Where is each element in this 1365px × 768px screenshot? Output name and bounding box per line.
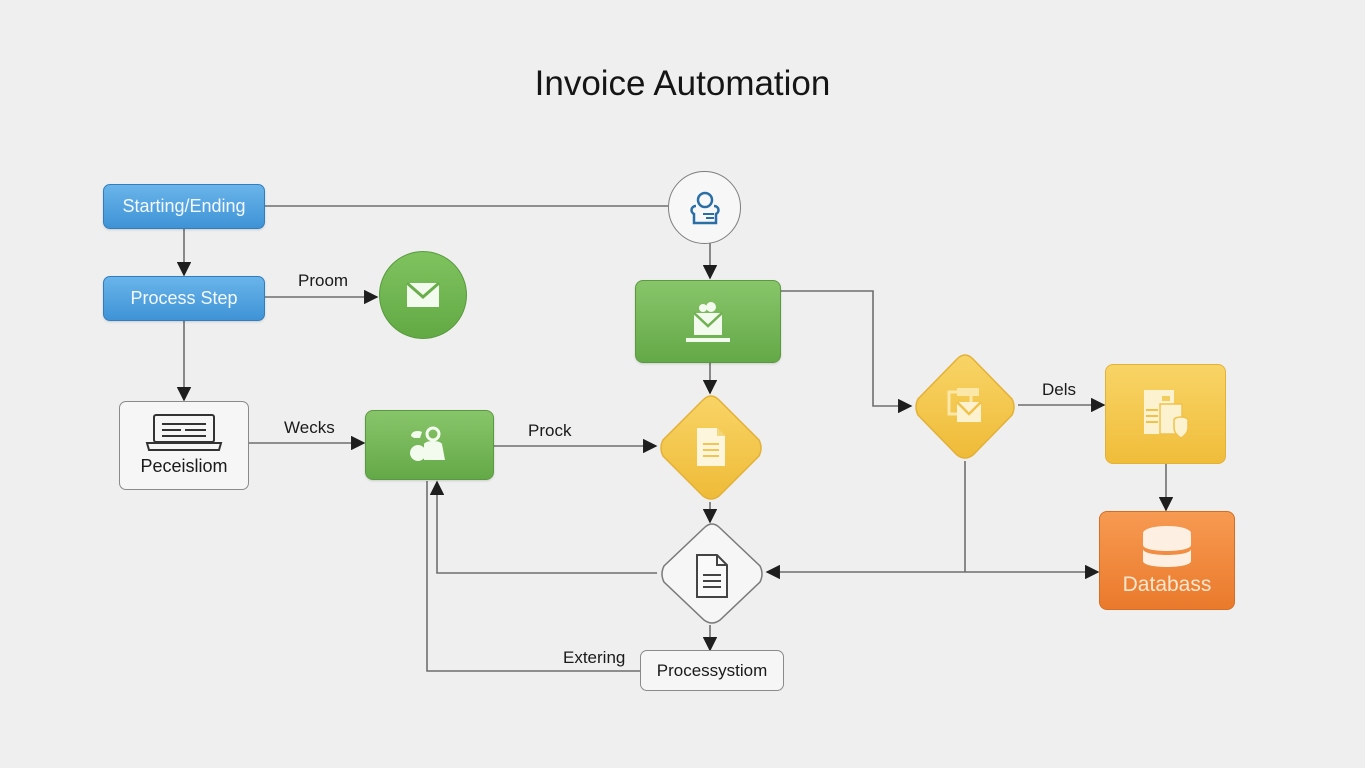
process-system-node[interactable]: Processystiom (640, 650, 784, 691)
start-end-node[interactable]: Starting/Ending (103, 184, 265, 229)
edge-label-prock: Prock (528, 421, 572, 440)
edge-whitedecision-to-people (429, 480, 657, 574)
secure-document-node[interactable] (1105, 364, 1226, 464)
database-label: Databass (1122, 572, 1212, 596)
edge-label-extering: Extering (563, 648, 626, 667)
user-icon (689, 191, 720, 224)
peceisliom-label: Peceisliom (140, 456, 228, 476)
database-icon (1143, 525, 1191, 567)
document-icon (697, 428, 725, 466)
edge-label-wecks: Wecks (284, 418, 335, 437)
user-circle-node[interactable] (668, 171, 741, 244)
start-end-label: Starting/Ending (122, 196, 246, 216)
envelope-icon (406, 281, 440, 307)
mail-tray-icon (686, 301, 730, 342)
peceisliom-node[interactable]: Peceisliom (119, 401, 249, 490)
secure-document-icon (1143, 390, 1189, 439)
document-icon (696, 554, 728, 598)
email-circle-node[interactable] (379, 251, 467, 339)
process-step-node[interactable]: Process Step (103, 276, 265, 321)
database-node[interactable]: Databass (1099, 511, 1235, 610)
people-process-node[interactable] (365, 410, 494, 480)
document-decision-yellow[interactable] (656, 393, 766, 503)
process-step-label: Process Step (130, 288, 238, 308)
edge-label-dels: Dels (1042, 380, 1077, 399)
edge-mailbox-to-maildecision (781, 290, 913, 414)
mail-decision-yellow[interactable] (911, 352, 1019, 462)
mail-process-node[interactable] (635, 280, 781, 363)
printer-mail-icon (947, 388, 982, 422)
edge-processsystem-to-people (426, 481, 640, 672)
diagram-title: Invoice Automation (534, 64, 831, 103)
laptop-icon (145, 414, 223, 451)
document-decision-white[interactable] (657, 521, 767, 627)
people-icon (409, 426, 445, 461)
edge-label-proom: Proom (298, 271, 349, 290)
process-system-label: Processystiom (656, 660, 768, 680)
